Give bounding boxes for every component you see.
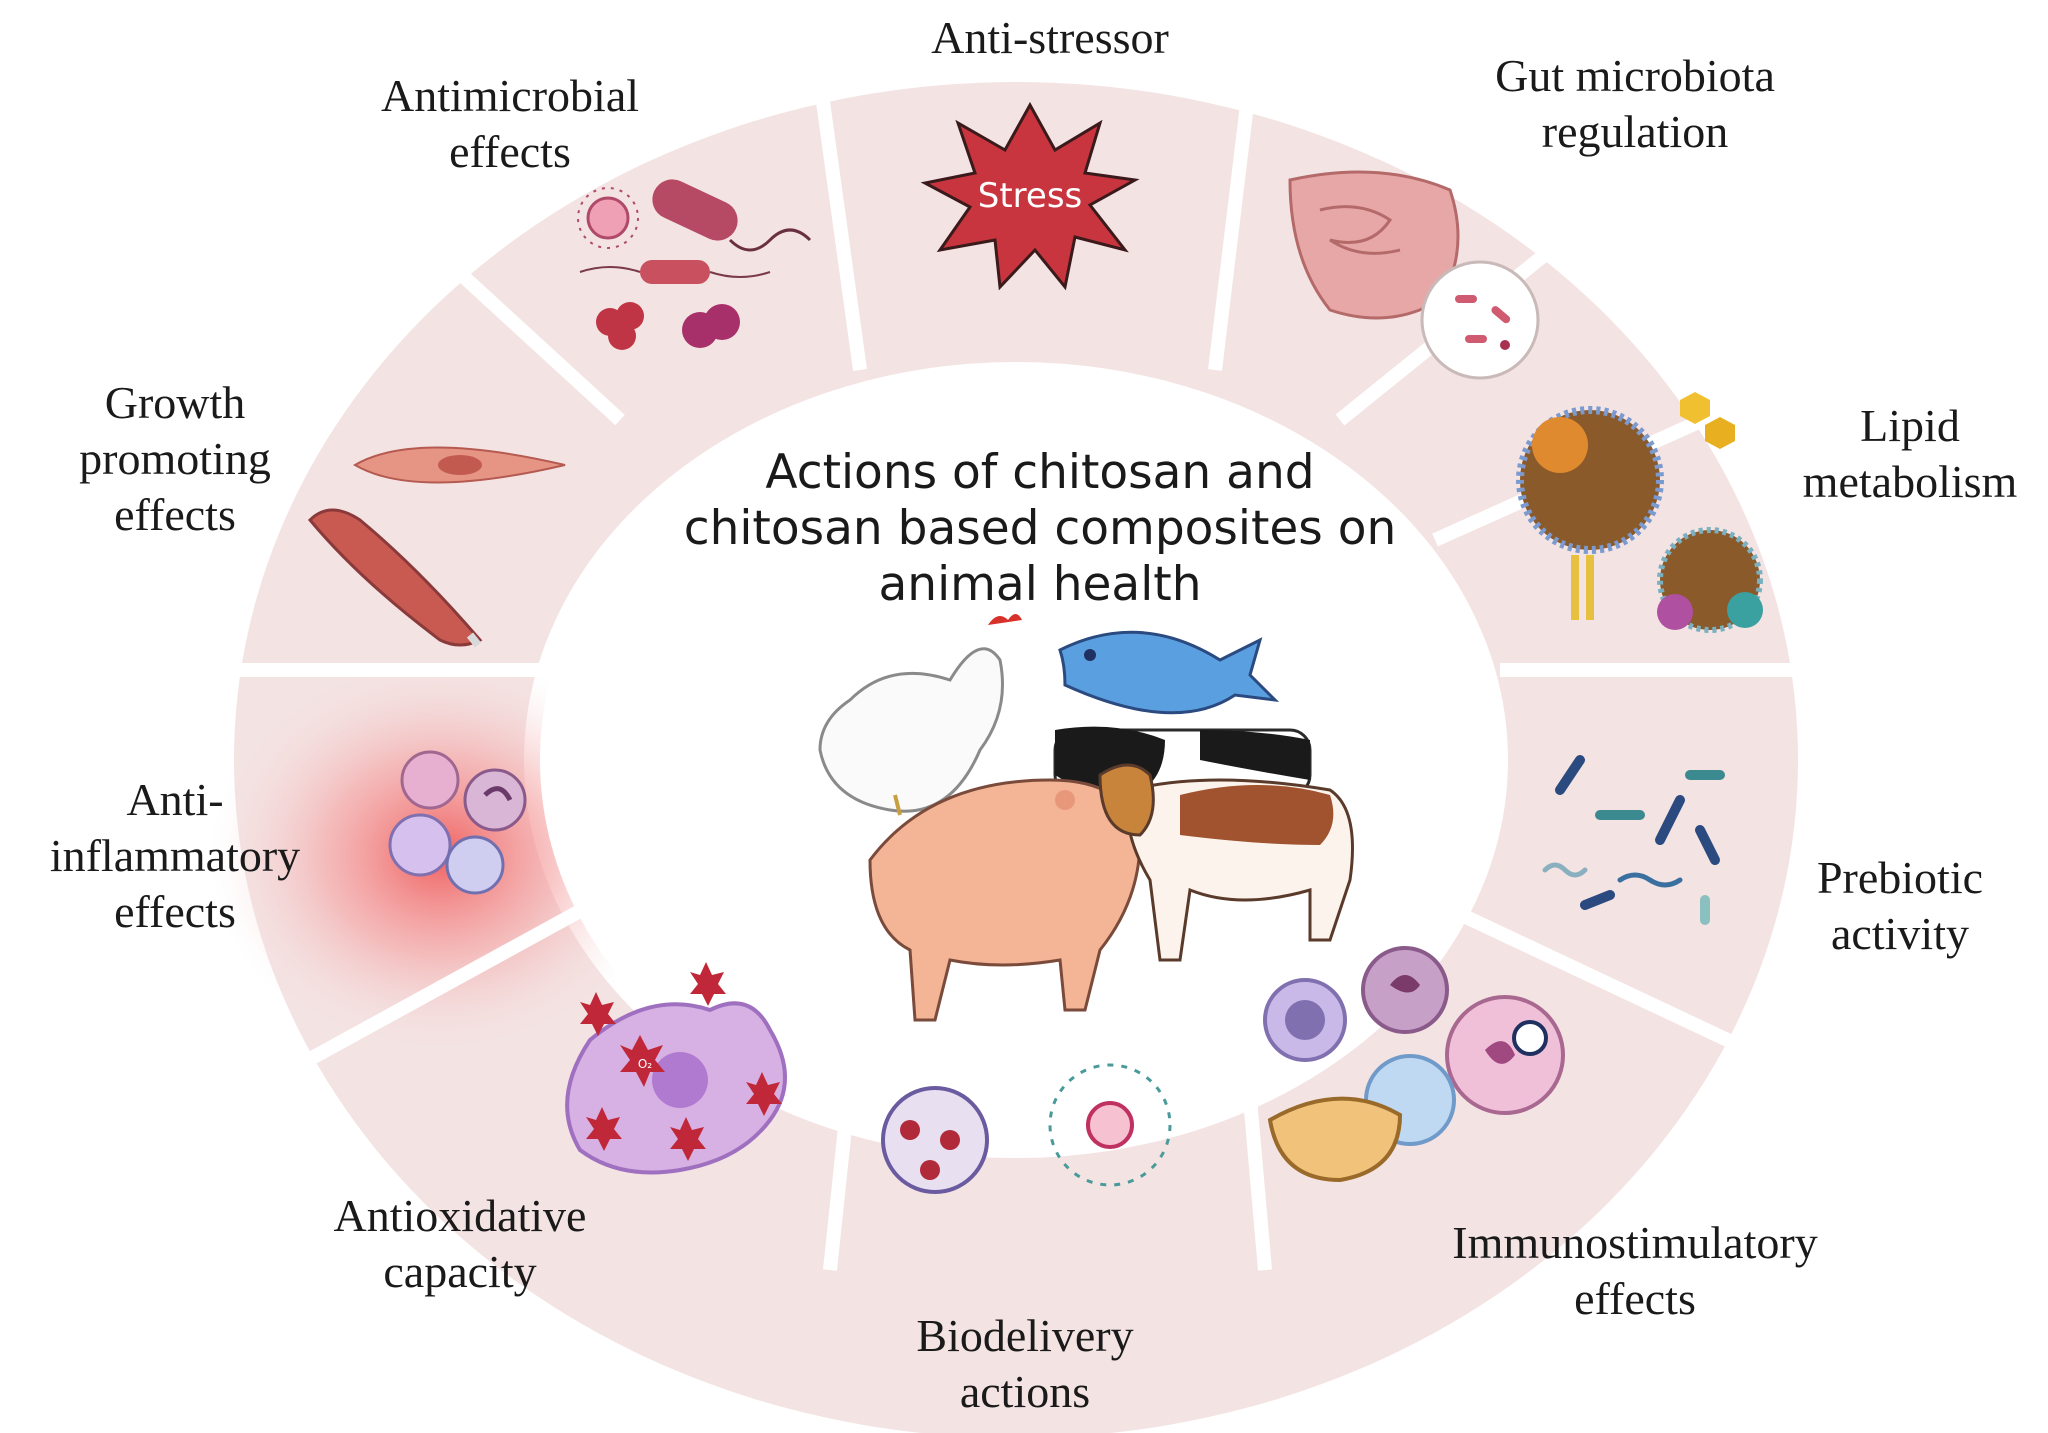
nanoparticle-icon	[881, 1063, 1172, 1194]
bacteria-icon	[577, 179, 812, 350]
label-gut-microbiota: Gut microbiota regulation	[1495, 50, 1775, 157]
ros-macrophage-icon: O₂	[565, 962, 787, 1175]
label-anti-stressor: Anti-stressor	[931, 12, 1169, 63]
label-anti-inflammatory: Anti- inflammatory effects	[49, 774, 301, 937]
calf-icon	[1098, 763, 1354, 962]
diagram-title: Actions of chitosan and chitosan based c…	[640, 445, 1440, 613]
muscle-fiber-icon	[307, 446, 566, 648]
inflammatory-cells-icon	[388, 750, 527, 895]
intestine-icon	[1288, 170, 1540, 380]
title-line-2: chitosan based composites on	[683, 501, 1397, 556]
title-line-3: animal health	[878, 557, 1202, 612]
lipoprotein-icon	[1516, 392, 1763, 633]
stress-star-icon: Stress	[920, 101, 1140, 291]
label-growth-promoting: Growth promoting effects	[79, 377, 271, 540]
label-immunostimulatory: Immunostimulatory effects	[1452, 1217, 1818, 1324]
center-animals	[818, 614, 1354, 1022]
center-disc	[540, 367, 1492, 1153]
label-antimicrobial: Antimicrobial effects	[380, 70, 640, 177]
label-prebiotic: Prebiotic activity	[1816, 852, 1984, 959]
chicken-icon	[818, 614, 1022, 816]
fish-icon	[1058, 630, 1280, 715]
label-lipid-metabolism: Lipid metabolism	[1802, 400, 2018, 507]
ros-label: O₂	[638, 1057, 652, 1071]
probiotic-bacteria-icon	[1542, 755, 1725, 925]
pig-icon	[868, 778, 1142, 1022]
label-antioxidative: Antioxidative capacity	[333, 1190, 587, 1297]
stress-badge-text: Stress	[978, 176, 1083, 216]
label-biodelivery: Biodelivery actions	[916, 1310, 1134, 1417]
title-line-1: Actions of chitosan and	[765, 445, 1315, 500]
immune-cells-icon	[1263, 946, 1565, 1183]
